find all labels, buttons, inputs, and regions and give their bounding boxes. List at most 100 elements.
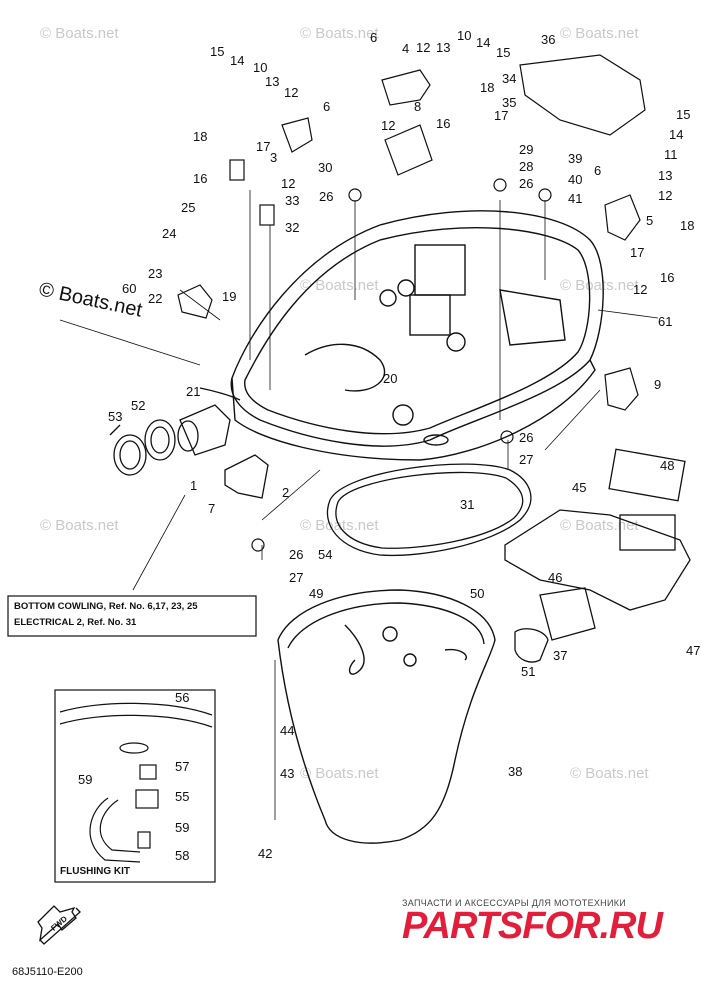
cover-7 — [224, 454, 269, 499]
callout: 10 — [253, 60, 267, 75]
callout: 18 — [193, 129, 207, 144]
callout: 29 — [519, 142, 533, 157]
callout: 16 — [193, 171, 207, 186]
brand-logo: PARTSFOR.RU — [402, 905, 663, 947]
watermark: © Boats.net — [560, 277, 639, 294]
callout: 53 — [108, 409, 122, 424]
callout: 54 — [318, 547, 332, 562]
callout: 5 — [646, 213, 653, 228]
callout: 26 — [319, 189, 333, 204]
callout: 57 — [175, 759, 189, 774]
callout: 2 — [282, 485, 289, 500]
reference-note-box — [7, 595, 257, 637]
callout: 43 — [280, 766, 294, 781]
callout: 16 — [660, 270, 674, 285]
callout: 15 — [210, 44, 224, 59]
callout: 1 — [190, 478, 197, 493]
callout: 45 — [572, 480, 586, 495]
flushing-kit-inset — [54, 689, 216, 883]
callout: 15 — [496, 45, 510, 60]
watermark: © Boats.net — [570, 765, 649, 782]
callout: 55 — [175, 789, 189, 804]
watermark: © Boats.net — [300, 25, 379, 42]
callout: 35 — [502, 95, 516, 110]
callout: 51 — [521, 664, 535, 679]
callout: 42 — [258, 846, 272, 861]
callout: 34 — [502, 71, 516, 86]
callout: 17 — [630, 245, 644, 260]
callout: 6 — [323, 99, 330, 114]
callout-labels: 1 2 3 4 5 6 6 6 7 8 9 10 10 11 12 12 12 … — [78, 28, 700, 863]
top-hardware — [177, 54, 646, 552]
callout: 20 — [383, 371, 397, 386]
watermark: © Boats.net — [560, 517, 639, 534]
callout: 40 — [568, 172, 582, 187]
fwd-arrow-base-icon — [39, 907, 81, 945]
callout: 31 — [460, 497, 474, 512]
callout: 9 — [654, 377, 661, 392]
callout: 27 — [289, 570, 303, 585]
watermark: © Boats.net — [40, 517, 119, 534]
callout: 6 — [370, 30, 377, 45]
callout: 18 — [680, 218, 694, 233]
callout: 59 — [78, 772, 92, 787]
watermark: © Boats.net — [560, 25, 639, 42]
callout: 8 — [414, 99, 421, 114]
callout: 30 — [318, 160, 332, 175]
callout: 23 — [148, 266, 162, 281]
callout: 6 — [594, 163, 601, 178]
callout: 59 — [175, 820, 189, 835]
callout: 11 — [664, 147, 678, 162]
callout: 48 — [660, 458, 674, 473]
callout: 41 — [568, 191, 582, 206]
callout: 14 — [230, 53, 244, 68]
callout: 37 — [553, 648, 567, 663]
watermark: © Boats.net — [300, 277, 379, 294]
callout: 26 — [519, 430, 533, 445]
callout: 38 — [508, 764, 522, 779]
watermark: © Boats.net — [40, 25, 119, 42]
bottom-cowling — [199, 210, 604, 461]
callout: 61 — [658, 314, 672, 329]
callout: 13 — [436, 40, 450, 55]
callout: 33 — [285, 193, 299, 208]
callout: 12 — [381, 118, 395, 133]
callout: 12 — [284, 85, 298, 100]
callout: 14 — [669, 127, 683, 142]
flushing-kit-label: FLUSHING KIT — [60, 866, 130, 877]
callout: 26 — [519, 176, 533, 191]
callout: 4 — [402, 41, 409, 56]
diagram-code: 68J5110-E200 — [12, 966, 83, 978]
seal — [326, 463, 532, 557]
callout: 3 — [270, 150, 277, 165]
callout: 52 — [131, 398, 145, 413]
callout: 39 — [568, 151, 582, 166]
callout: 50 — [470, 586, 484, 601]
callout: 16 — [436, 116, 450, 131]
callout: 17 — [256, 139, 270, 154]
callout: 36 — [541, 32, 555, 47]
callout: 19 — [222, 289, 236, 304]
callout: 46 — [548, 570, 562, 585]
callout: 47 — [686, 643, 700, 658]
callout: 58 — [175, 848, 189, 863]
callout: 28 — [519, 159, 533, 174]
callout: 21 — [186, 384, 200, 399]
callout: 60 — [122, 281, 136, 296]
apron — [277, 589, 496, 844]
hose-parts — [109, 404, 231, 476]
reference-note-line1: BOTTOM COWLING, Ref. No. 6,17, 23, 25 — [14, 601, 198, 612]
callout: 17 — [494, 108, 508, 123]
callout: 24 — [162, 226, 176, 241]
callout: 27 — [519, 452, 533, 467]
callout: 10 — [457, 28, 471, 43]
callout: 12 — [281, 176, 295, 191]
plate — [504, 448, 691, 663]
leader-lines — [59, 190, 659, 820]
callout: 7 — [208, 501, 215, 516]
callout: 18 — [480, 80, 494, 95]
callout: 13 — [265, 74, 279, 89]
callout: 32 — [285, 220, 299, 235]
callout: 22 — [148, 291, 162, 306]
